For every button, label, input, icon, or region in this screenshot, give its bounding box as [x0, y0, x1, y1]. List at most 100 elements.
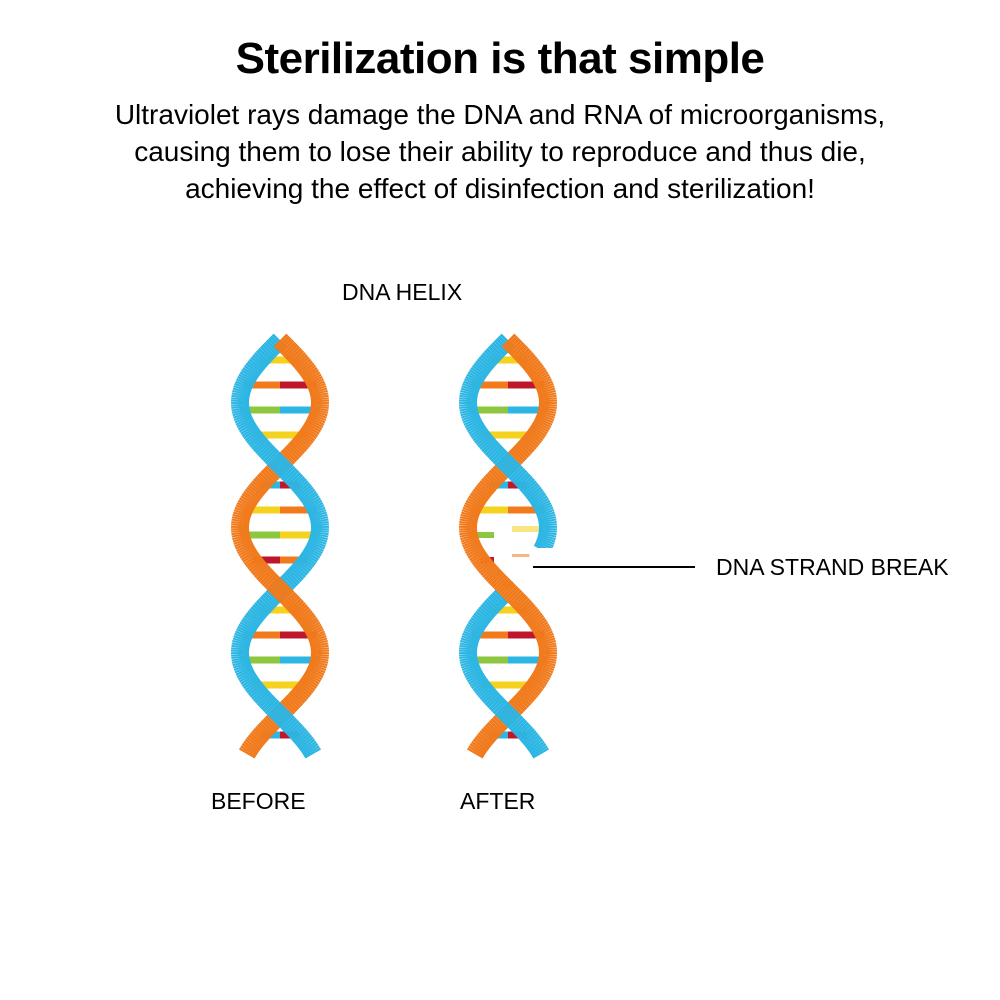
strand-orange [469, 493, 487, 505]
strand-blue [236, 628, 254, 638]
strand-blue [489, 343, 505, 359]
strand-orange [524, 682, 541, 696]
strand-blue [494, 451, 510, 467]
strand-blue [516, 473, 532, 489]
strand-blue [308, 508, 327, 518]
strand-orange [492, 715, 508, 731]
strand-orange [465, 543, 483, 555]
strand-orange [518, 352, 534, 366]
strand-orange [306, 628, 324, 638]
strand-blue [496, 703, 512, 719]
strand-orange [241, 743, 259, 755]
strand-blue [486, 693, 502, 709]
strand-blue [305, 543, 323, 555]
strand-orange [513, 345, 529, 361]
strand-orange [510, 447, 526, 463]
strand-blue [257, 347, 273, 363]
strand-blue [262, 447, 278, 463]
strand-blue [300, 740, 317, 754]
strand-orange [286, 693, 302, 709]
strand-blue [293, 480, 309, 494]
strand-blue [282, 467, 298, 483]
strand-orange [262, 467, 278, 483]
strand-orange [486, 721, 502, 737]
strand-blue [261, 593, 277, 609]
strand-orange [534, 628, 552, 638]
strand-orange [299, 678, 316, 692]
strand-orange [532, 623, 550, 635]
strand-orange [301, 616, 318, 630]
strand-orange [471, 552, 488, 566]
strand-blue [254, 602, 270, 616]
strand-blue [462, 414, 481, 424]
strand-orange [523, 608, 540, 622]
strand-blue [283, 571, 299, 587]
strand-orange [476, 558, 493, 572]
strand-blue [268, 453, 284, 469]
strand-blue [467, 621, 485, 633]
strand-blue [254, 689, 271, 705]
strand-blue [259, 345, 275, 361]
strand-orange [304, 373, 322, 385]
strand-orange [462, 538, 480, 548]
strand-blue [510, 717, 526, 733]
strand-blue [521, 730, 537, 744]
strand-blue [257, 597, 273, 613]
strand-blue [471, 364, 488, 378]
strand-blue [528, 490, 545, 504]
strand-blue [282, 717, 298, 733]
strand-orange [462, 506, 481, 516]
strand-blue [244, 428, 261, 442]
strand-orange [528, 614, 545, 628]
strand-orange [305, 669, 323, 681]
strand-orange [273, 583, 289, 599]
strand-blue [463, 666, 481, 676]
strand-blue [464, 418, 482, 428]
strand-blue [508, 715, 524, 731]
strand-blue [475, 610, 491, 624]
after-label: AFTER [460, 788, 536, 814]
strand-orange [509, 591, 525, 607]
strand-orange [526, 362, 543, 376]
strand-orange [517, 689, 534, 705]
strand-blue [236, 668, 254, 678]
strand-orange [505, 587, 521, 603]
strand-orange [463, 540, 481, 550]
strand-orange [474, 486, 491, 500]
strand-orange [296, 432, 313, 446]
strand-blue [462, 382, 480, 392]
strand-blue [232, 409, 251, 417]
strand-blue [463, 416, 481, 426]
strand-blue [291, 728, 307, 742]
strand-blue [492, 449, 508, 465]
strand-blue [528, 740, 545, 754]
strand-orange [466, 497, 484, 509]
strand-blue [475, 682, 492, 696]
strand-orange [240, 745, 257, 757]
strand-blue [460, 637, 479, 645]
strand-orange [262, 717, 278, 733]
strand-blue [307, 506, 326, 516]
strand-orange [308, 635, 327, 643]
strand-orange [527, 678, 544, 692]
strand-orange [475, 556, 491, 570]
strand-blue [274, 459, 290, 475]
strand-blue [264, 449, 280, 465]
strand-blue [536, 508, 555, 518]
strand-orange [295, 608, 312, 622]
strand-blue [488, 445, 504, 461]
strand-blue [236, 418, 254, 428]
description: Ultraviolet rays damage the DNA and RNA … [0, 96, 1000, 207]
strand-blue [254, 352, 270, 366]
strand-orange [239, 547, 257, 559]
strand-blue [263, 341, 279, 357]
strand-orange [304, 623, 322, 635]
strand-blue [239, 621, 257, 633]
strand-blue [270, 705, 286, 721]
strand-orange [300, 426, 317, 440]
strand-orange [526, 612, 543, 626]
strand-blue [478, 356, 494, 370]
strand-blue [465, 419, 483, 431]
strand-orange [464, 502, 482, 512]
strand-orange [250, 560, 266, 574]
